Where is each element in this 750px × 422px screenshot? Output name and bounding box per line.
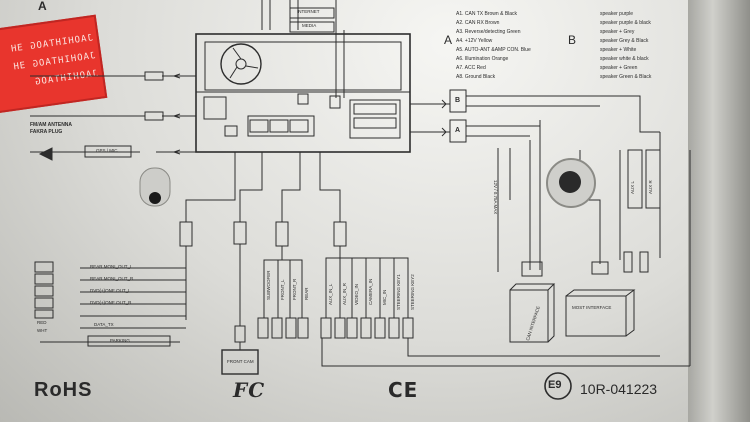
mid-harness-plug [275,221,289,247]
iso-connector [349,99,401,139]
camera-plug [233,221,247,245]
approval-number: 10R-041223 [580,381,658,397]
right-harness-plug [333,221,347,247]
legend-b-pin-4: speaker Grey & Black [600,38,649,44]
rca-right-1: AUX_IN_L [328,283,333,305]
legend-a-pin-6: A6. Illumination Orange [456,56,509,62]
speaker-icon [546,158,596,208]
legend-a-label: A [444,33,453,47]
e-mark-circle [544,372,572,400]
rear-plug [521,261,543,277]
ce-mark: CE [388,378,419,402]
legend-a-pin-8: A8. Ground Black [456,74,496,80]
harness-row-6: PARKING [110,338,130,343]
internet-label: INTERNET [297,9,320,14]
fan-icon [220,43,262,85]
plug-a-box [449,119,467,143]
most-interface-label: MOST INTERFACE [572,305,612,310]
legend-b-pin-2: speaker purple & black [600,20,651,26]
rca-mid-1: SUBWOOFER [266,270,271,300]
gps-label: GPS / MIC [96,148,118,153]
head-unit-top-panel [204,41,402,91]
legend-b-pin-1: speaker purple [600,11,634,17]
legend-b-pin-8: speaker Green & Black [600,74,652,80]
legend-b-pin-5: speaker + White [600,47,637,53]
rca-right-6: STEERING KEY1 [396,274,401,310]
antenna-label-1: FM/AM ANTENNA [30,122,73,128]
legend-a-pin-3: A3. Reverse/detecting Green [456,29,521,35]
head-unit-outline [195,33,411,153]
mounting-hole [149,192,161,204]
harness-row-1: REAR MONI_OUT_L [90,264,133,269]
legend-b-pin-6: speaker white & black [600,56,649,62]
legend-b-label: B [568,33,577,47]
gps-plug [84,145,132,158]
antenna-label-2: FAKRA PLUG [30,129,63,135]
radio-port [224,125,238,137]
antenna-plug-2 [144,111,164,121]
harness-row-3: DVD(+)ONE OUT_L [90,288,131,293]
main-connector-row [247,115,315,137]
legend-a-pin-1: A1. CAN TX Brown & Black [456,11,518,17]
front-cam-box-outline [221,349,259,375]
rca-mid-4: REAR [304,287,309,300]
ground-stud [297,93,309,105]
rohs-mark: RoHS [34,379,93,401]
legend-b-pin-7: speaker + Green [600,65,638,71]
left-harness-plug [179,221,193,247]
harness-sub-1: RED [37,320,47,325]
plug-b-label: B [455,97,461,104]
section-a-label: A [38,0,47,13]
media-label: MEDIA [302,23,317,28]
harness-row-5: DATA_TX [94,322,114,327]
right-connector-label-2: AUX R [648,180,653,194]
harness-sub-2: WHT [37,328,48,333]
rca-right-4: CAMERA_IN [368,278,373,305]
usb-port [329,95,341,109]
e-mark-label: E9 [548,379,562,391]
legend-b-pin-3: speaker + Grey [600,29,635,35]
harness-row-4: DVD(+)ONE OUT_R [90,300,132,305]
antenna-plug-1 [144,71,164,81]
plug-b-box [449,89,467,113]
rca-mid-3: FRONT_R [292,278,297,300]
rca-right-5: MIC_IN [382,289,387,305]
plug-a-label: A [455,127,461,134]
legend-a-pin-2: A2. CAN RX Brown [456,20,500,26]
fcc-mark: FC [233,378,266,402]
rca-right-3: VIDEO_IN [354,283,359,305]
panel-right-edge [688,0,750,422]
legend-a-pin-4: A4. +12V Yellow [456,38,493,44]
harness-row-2: REAR MONI_OUT_R [90,276,134,281]
legend-a-pin-5: A5. AUTO-ANT &AMP CON. Blue [456,47,531,53]
fuse-label: 12V / 0.75A MAX [493,180,498,215]
legend-a-pin-7: A7. ACC Red [456,65,486,71]
right-connector-label-1: AUX L [630,180,635,194]
rca-mid-2: FRONT_L [280,279,285,300]
rca-right-7: STEERING KEY2 [410,274,415,310]
front-cam-label: FRONT CAM [227,359,254,364]
video-port [203,96,227,120]
rca-right-2: AUX_IN_R [342,282,347,305]
